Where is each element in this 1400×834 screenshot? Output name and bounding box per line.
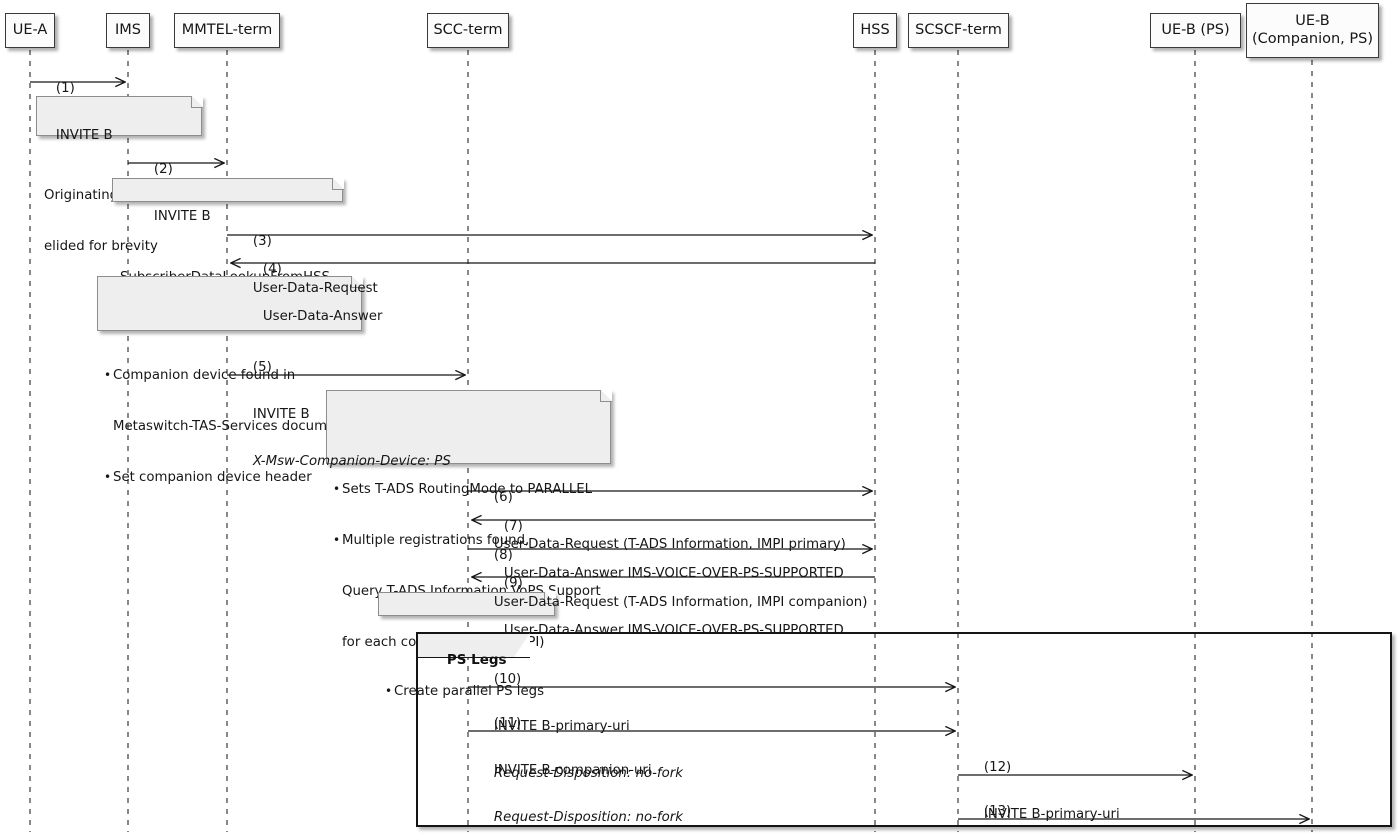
message-main-text: User-Data-Answer IMS-VOICE-OVER-PS-SUPPO… (503, 623, 844, 639)
message-number: (6) (493, 490, 513, 506)
fragment-ps-legs-label-tab: PS Legs (418, 633, 530, 668)
note-line: Sets T-ADS RoutingMode to PARALLEL (334, 481, 603, 498)
message-main-text: INVITE B-companion-uri (493, 763, 652, 779)
message-label-5: (5) INVITE B X-Msw-Companion-Device: PS (236, 345, 451, 515)
message-number: (3) (252, 234, 272, 250)
message-label-9: (9) User-Data-Answer IMS-VOICE-OVER-PS-S… (487, 561, 844, 685)
message-label-10: (10) INVITE B-primary-uri Request-Dispos… (477, 657, 683, 827)
message-text: INVITE B-companion-uri Request-Dispositi… (984, 821, 1173, 834)
participant-label: SCC-term (433, 21, 503, 38)
message-text: INVITE B X-Msw-Companion-Device: PS (253, 377, 451, 500)
participant-label: IMS (115, 21, 141, 38)
message-text: INVITE B-companion-uri Request-Dispositi… (494, 733, 683, 834)
message-number: (9) (503, 576, 523, 592)
message-text: User-Data-Answer IMS-VOICE-OVER-PS-SUPPO… (504, 536, 844, 613)
participant-label: UE-B (PS) (1161, 21, 1230, 38)
message-text: User-Data-Request (253, 251, 378, 328)
note-fold-edge (610, 401, 611, 463)
message-arrows-group (30, 82, 1309, 819)
participant-scscf-term[interactable]: SCSCF-term (908, 13, 1009, 48)
message-text: INVITE B-primary-uri Request-Disposition… (494, 689, 683, 812)
participant-ue-b-companion[interactable]: UE-B (Companion, PS) (1246, 3, 1379, 58)
message-main-text: User-Data-Request (T-ADS Information, IM… (493, 595, 868, 611)
note-fold-corner-icon (191, 95, 203, 108)
message-sub-text: Request-Disposition: no-fork (493, 765, 683, 781)
participant-label: MMTEL-term (181, 21, 273, 38)
note-fold-edge (361, 287, 362, 330)
note-companion-device-found: Companion device found in Metaswitch-TAS… (97, 275, 363, 485)
message-number: (5) (252, 360, 272, 376)
note-fold-corner-icon (600, 389, 612, 402)
message-number: (8) (493, 548, 513, 564)
message-number: (13) (983, 804, 1012, 820)
participant-label: UE-A (12, 21, 48, 38)
message-label-1: (1) INVITE B (39, 66, 113, 190)
participant-label: UE-B (Companion, PS) (1252, 13, 1373, 47)
message-main-text: INVITE B-primary-uri (493, 719, 630, 735)
message-label-4: (4) User-Data-Answer (246, 247, 382, 371)
message-text: INVITE B (56, 98, 113, 175)
note-fold-corner-icon (544, 591, 556, 604)
note-line: Set companion device header (105, 469, 354, 486)
fragment-ps-legs (416, 632, 1392, 827)
message-sub-text: Request-Disposition: no-fork (493, 809, 683, 825)
note-line: elided for brevity (44, 239, 158, 255)
note-line: Companion device found in (105, 367, 354, 384)
message-number: (10) (493, 672, 522, 688)
message-text: User-Data-Answer IMS-VOICE-OVER-PS-SUPPO… (504, 593, 844, 670)
participant-ue-b-ps[interactable]: UE-B (PS) (1150, 13, 1241, 48)
message-main-text: INVITE B (55, 128, 113, 144)
message-number: (12) (983, 760, 1012, 776)
message-label-11: (11) INVITE B-companion-uri Request-Disp… (477, 701, 683, 834)
message-label-13: (13) INVITE B-companion-uri Request-Disp… (967, 789, 1173, 834)
message-text: INVITE B (154, 179, 211, 256)
message-label-8: (8) User-Data-Request (T-ADS Information… (477, 533, 867, 657)
message-number: (2) (153, 162, 173, 178)
message-label-2: (2) INVITE B (137, 147, 211, 271)
message-text: User-Data-Answer (263, 279, 382, 356)
message-number: (1) (55, 81, 75, 97)
message-text: User-Data-Request (T-ADS Information, IM… (494, 507, 846, 584)
message-text: INVITE B-primary-uri Request-Disposition… (984, 777, 1173, 834)
lifelines-group (29, 50, 1313, 832)
participant-ims[interactable]: IMS (106, 13, 150, 48)
note-line: Multiple registrations found, (334, 532, 603, 549)
message-main-text: INVITE B-primary-uri (983, 807, 1120, 823)
message-main-text: INVITE B (153, 209, 211, 225)
message-main-text: User-Data-Answer IMS-VOICE-OVER-PS-SUPPO… (503, 566, 844, 582)
message-main-text: User-Data-Request (252, 281, 378, 297)
note-create-parallel-ps-legs: Create parallel PS legs (378, 591, 556, 699)
fragment-label: PS Legs (446, 652, 507, 669)
message-main-text: INVITE B (252, 407, 310, 423)
message-sub-text: X-Msw-Companion-Device: PS (252, 453, 451, 469)
message-text: User-Data-Request (T-ADS Information, IM… (494, 565, 867, 642)
message-label-7: (7) User-Data-Answer IMS-VOICE-OVER-PS-S… (487, 504, 844, 628)
note-fold-corner-icon (332, 177, 344, 190)
note-fold-edge (554, 603, 555, 615)
participant-scc-term[interactable]: SCC-term (427, 13, 509, 48)
message-number: (4) (262, 262, 282, 278)
message-label-3: (3) User-Data-Request (236, 219, 378, 343)
note-fold-edge (342, 189, 343, 201)
participant-ue-a[interactable]: UE-A (5, 13, 55, 48)
message-label-12: (12) INVITE B-primary-uri Request-Dispos… (967, 745, 1173, 834)
participant-label: SCSCF-term (915, 21, 1002, 38)
message-main-text: User-Data-Request (T-ADS Information, IM… (493, 537, 846, 553)
message-label-6: (6) User-Data-Request (T-ADS Information… (477, 475, 846, 599)
participant-mmtel-term[interactable]: MMTEL-term (174, 13, 280, 48)
message-number: (7) (503, 519, 523, 535)
participant-hss[interactable]: HSS (853, 13, 897, 48)
message-number: (11) (493, 716, 522, 732)
note-fold-corner-icon (351, 275, 363, 288)
message-main-text: User-Data-Answer (262, 309, 383, 325)
participant-label: HSS (860, 21, 890, 38)
note-fold-edge (201, 107, 202, 135)
